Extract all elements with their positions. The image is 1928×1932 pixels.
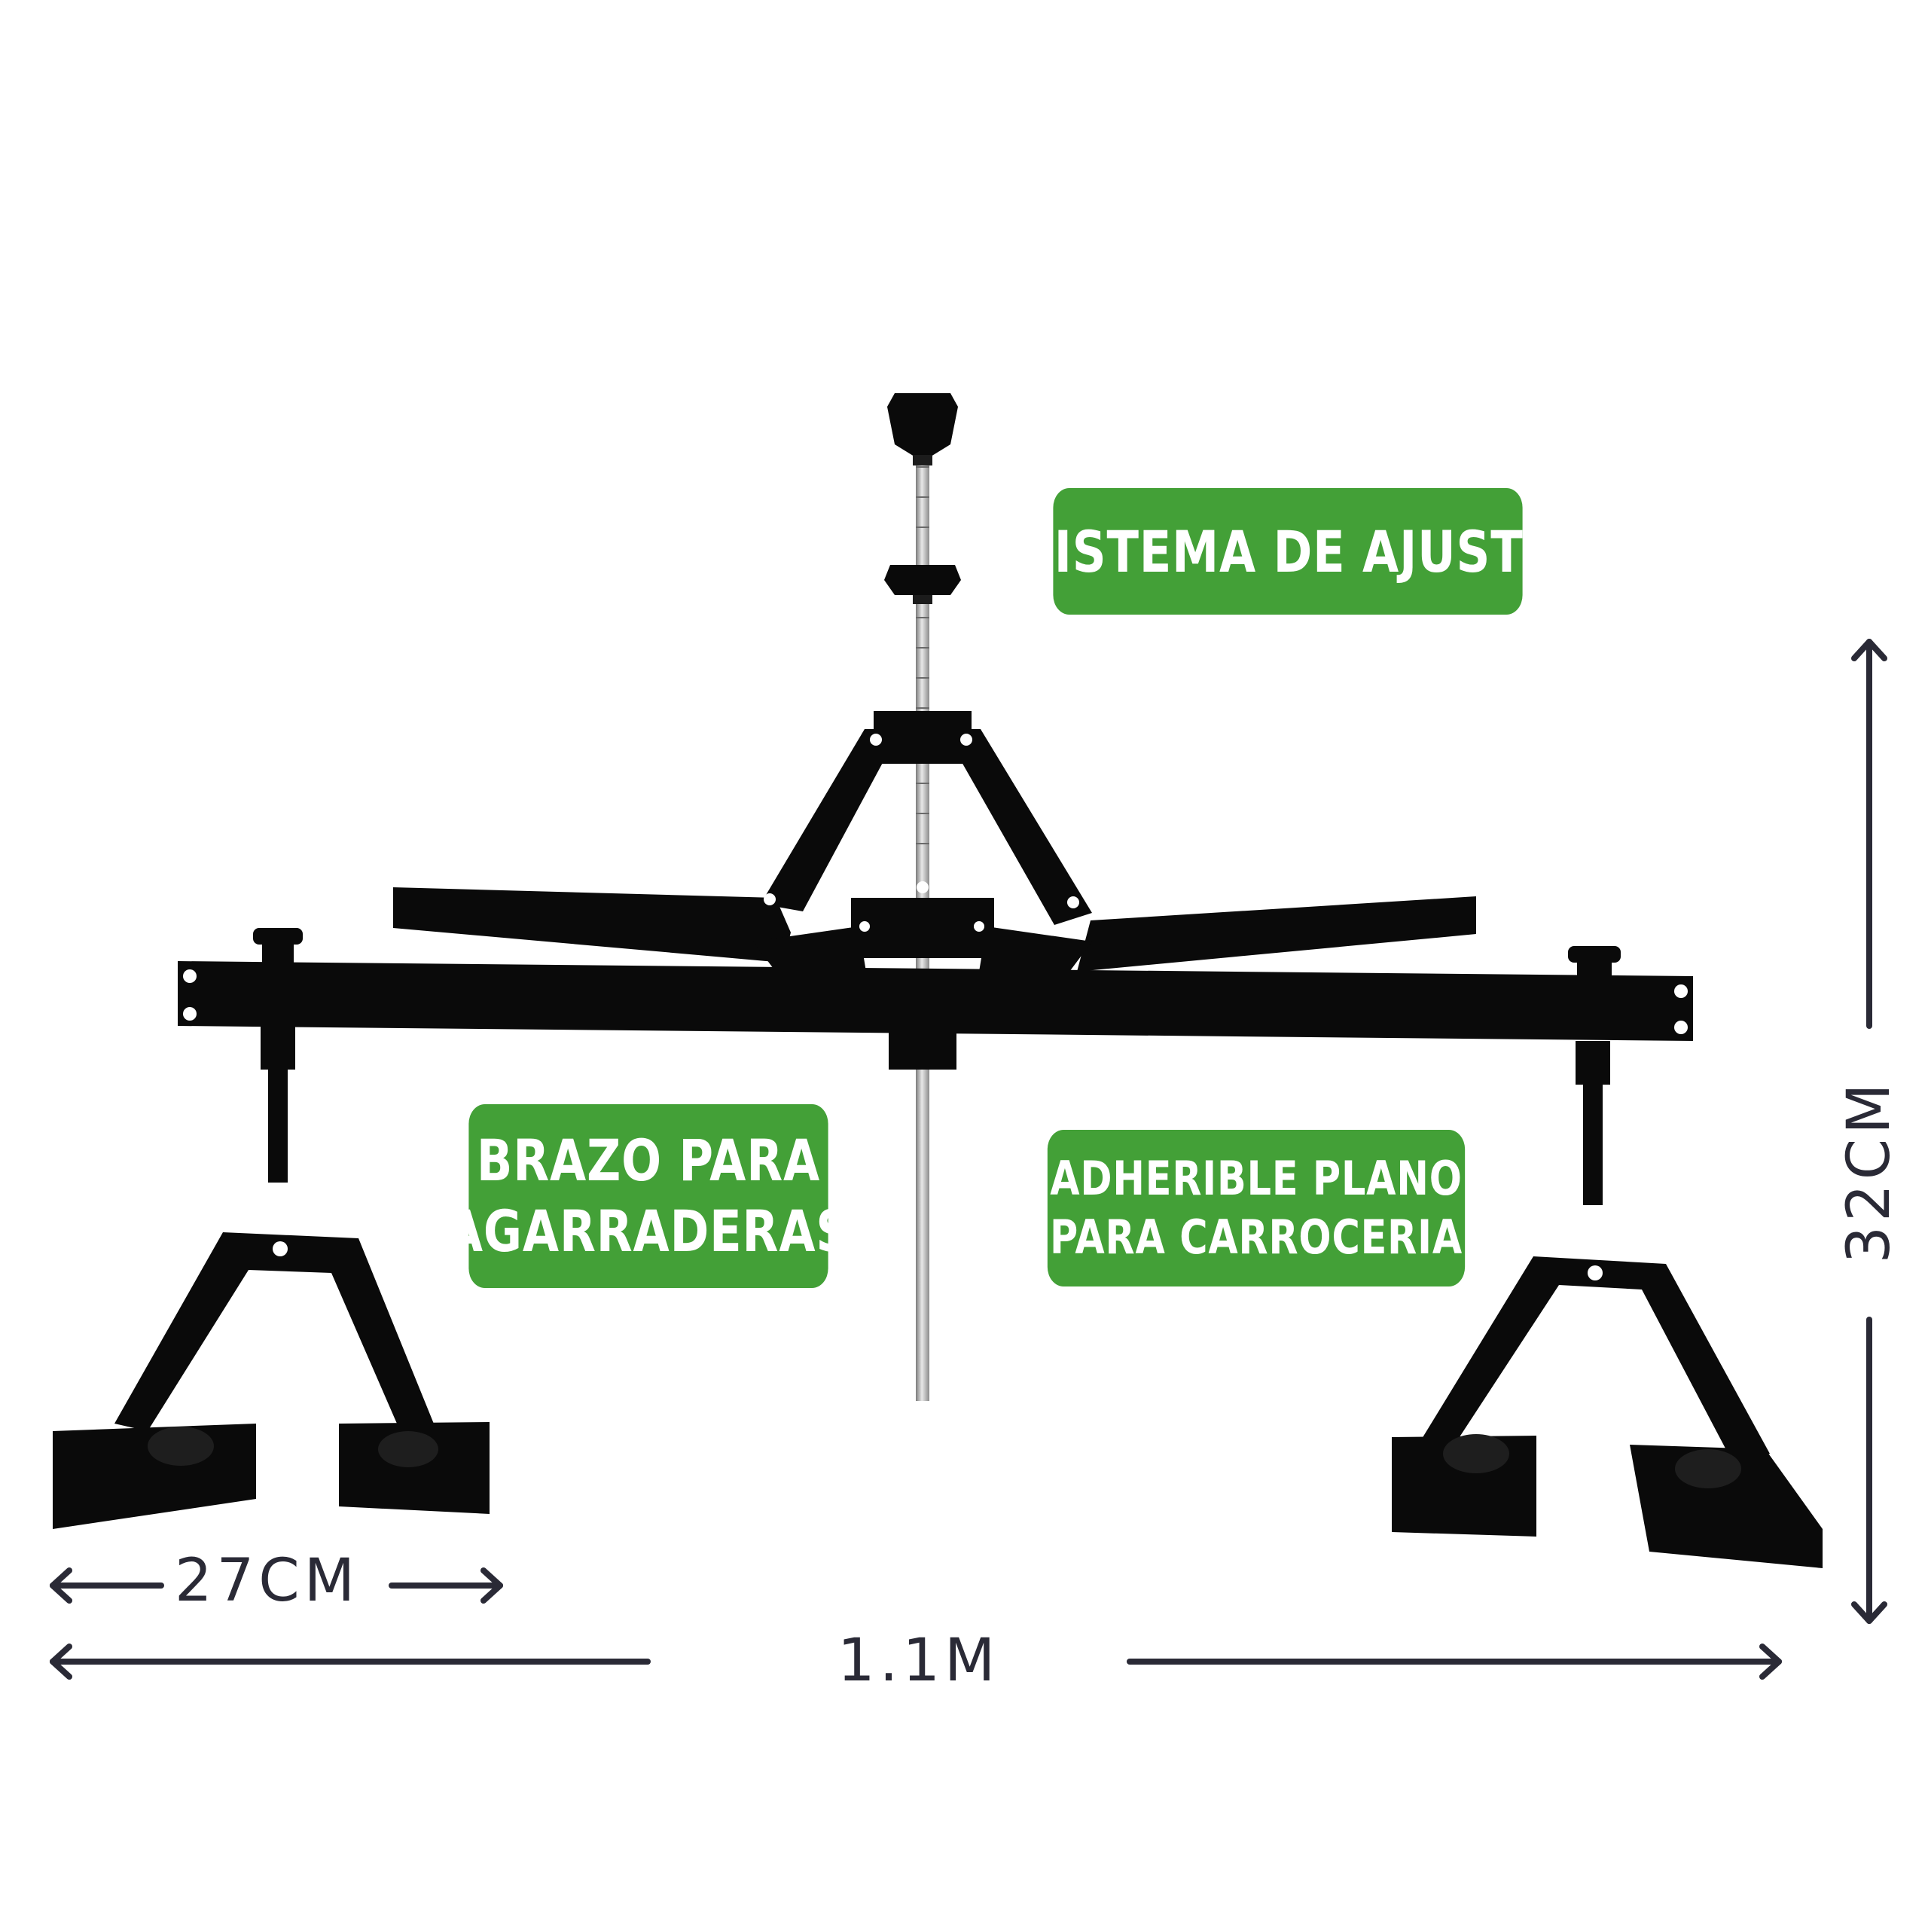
label-handle-arm-line-1: BRAZO PARA	[476, 1127, 821, 1194]
main-beam	[178, 961, 1693, 1041]
right-leg	[1392, 1041, 1823, 1568]
dimension-32cm-arrow	[1851, 639, 1887, 1624]
label-flat-adhesive-line-1: ADHERIBLE PLANO	[1050, 1151, 1463, 1206]
left-leg	[53, 1026, 490, 1529]
dimension-foot-width: 27CM	[175, 1547, 360, 1615]
beam-clamp-knob-left-icon	[253, 928, 303, 966]
label-handle-arm: BRAZO PARA AGARRADERAS	[447, 1104, 850, 1288]
beam-clamp-knob-right-icon	[1568, 946, 1621, 985]
dimension-total-length: 1.1M	[837, 1627, 1000, 1695]
label-adjustment-system: SISTEMA DE AJUSTE	[1020, 488, 1555, 615]
dimension-1-1m-arrow	[50, 1644, 1782, 1680]
adjust-knob-icon	[884, 565, 961, 604]
arm-pivot-bolts	[764, 734, 1079, 932]
label-handle-arm-line-2: AGARRADERAS	[446, 1198, 851, 1265]
top-knob-icon	[887, 393, 958, 465]
label-flat-adhesive-line-2: PARA CARROCERIA	[1049, 1210, 1463, 1265]
beam-center-hub	[889, 1026, 956, 1070]
label-flat-adhesive: ADHERIBLE PLANO PARA CARROCERIA	[1047, 1130, 1466, 1286]
handle-arm	[393, 711, 1476, 972]
dimension-height: 32CM	[1835, 1079, 1903, 1264]
dimension-27cm-arrow	[50, 1567, 503, 1604]
label-adjustment-system-text: SISTEMA DE AJUSTE	[1020, 517, 1556, 585]
